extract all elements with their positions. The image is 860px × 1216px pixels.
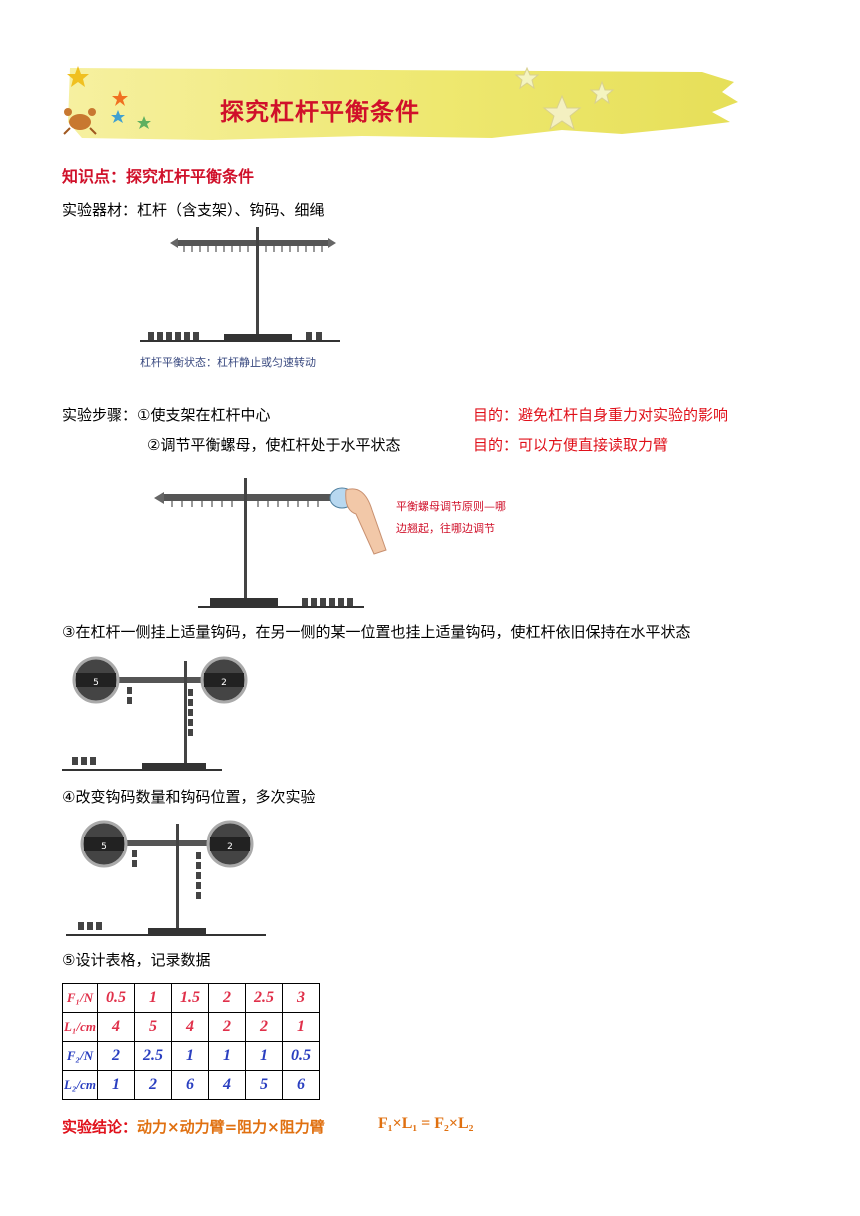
magnifier-left bbox=[80, 820, 128, 868]
lever-figure-1 bbox=[140, 227, 340, 342]
table-cell: 1 bbox=[97, 1070, 135, 1100]
row-header: F₂/N bbox=[62, 1041, 98, 1071]
table-cell: 4 bbox=[171, 1012, 209, 1042]
magnifier-left bbox=[72, 656, 120, 704]
table-cell: 1 bbox=[208, 1041, 246, 1071]
hand-icon bbox=[329, 487, 387, 555]
table-cell: 6 bbox=[171, 1070, 209, 1100]
figure1-caption: 杠杆平衡状态：杠杆静止或匀速转动 bbox=[140, 356, 316, 369]
table-cell: 1 bbox=[282, 1012, 320, 1042]
table-cell: 0.5 bbox=[282, 1041, 320, 1071]
table-cell: 2 bbox=[208, 983, 246, 1013]
table-row: F₁/N 0.5 1 1.5 2 2.5 3 bbox=[62, 983, 320, 1013]
magnifier-right bbox=[206, 820, 254, 868]
row-header: L₁/cm bbox=[62, 1012, 98, 1042]
table-cell: 2 bbox=[208, 1012, 246, 1042]
table-row: L₁/cm 4 5 4 2 2 1 bbox=[62, 1012, 320, 1042]
step4-right-reading: 2 bbox=[227, 842, 233, 852]
star-icon bbox=[542, 94, 582, 131]
figure2-note: 平衡螺母调节原则—哪 边翘起，往哪边调节 bbox=[396, 496, 506, 540]
data-table: F₁/N 0.5 1 1.5 2 2.5 3 L₁/cm 4 5 4 2 2 1… bbox=[62, 983, 320, 1100]
star-icon bbox=[112, 90, 128, 106]
crab-icon bbox=[63, 108, 97, 135]
conclusion-formula: F₁×L₁ = F₂×L₂ bbox=[378, 1115, 474, 1132]
table-cell: 6 bbox=[282, 1070, 320, 1100]
row-header: L₂/cm bbox=[62, 1070, 98, 1100]
table-cell: 3 bbox=[282, 983, 320, 1013]
table-cell: 2 bbox=[97, 1041, 135, 1071]
table-cell: 2 bbox=[134, 1070, 172, 1100]
equipment-text: 实验器材：杠杆（含支架）、钩码、细绳 bbox=[62, 201, 325, 219]
table-cell: 5 bbox=[134, 1012, 172, 1042]
row-header: F₁/N bbox=[62, 983, 98, 1013]
conclusion-text: 动力×动力臂=阻力×阻力臂 bbox=[137, 1118, 325, 1136]
lever-figure-3: 5 2 bbox=[62, 656, 248, 771]
step3-text: ③在杠杆一侧挂上适量钩码，在另一侧的某一位置也挂上适量钩码，使杠杆依旧保持在水平… bbox=[62, 623, 691, 641]
star-icon bbox=[589, 80, 615, 105]
step3-right-reading: 2 bbox=[221, 678, 227, 688]
table-cell: 1 bbox=[171, 1041, 209, 1071]
lever-figure-2 bbox=[154, 478, 387, 608]
step4-left-reading: 5 bbox=[101, 842, 107, 852]
table-cell: 5 bbox=[245, 1070, 283, 1100]
step4-text: ④改变钩码数量和钩码位置，多次实验 bbox=[62, 788, 316, 806]
steps-label: 实验步骤： bbox=[62, 406, 138, 424]
title-banner bbox=[63, 66, 738, 140]
page-title: 探究杠杆平衡条件 bbox=[220, 98, 420, 126]
step1-label: ①使支架在杠杆中心 bbox=[137, 406, 271, 424]
table-cell: 4 bbox=[97, 1012, 135, 1042]
table-row: F₂/N 2 2.5 1 1 1 0.5 bbox=[62, 1041, 320, 1071]
step5-text: ⑤设计表格，记录数据 bbox=[62, 951, 211, 969]
lever-figure-4: 5 2 bbox=[66, 820, 266, 936]
figure2-note-line1: 平衡螺母调节原则—哪 bbox=[396, 500, 506, 513]
step1-text: 实验步骤：①使支架在杠杆中心 bbox=[62, 404, 270, 425]
conclusion: 实验结论：动力×动力臂=阻力×阻力臂 bbox=[62, 1116, 325, 1137]
star-icon bbox=[137, 116, 151, 129]
star-icon bbox=[67, 66, 89, 87]
star-icon bbox=[111, 110, 125, 123]
knowledge-point-heading: 知识点：探究杠杆平衡条件 bbox=[62, 167, 255, 186]
table-cell: 2.5 bbox=[134, 1041, 172, 1071]
star-icon bbox=[514, 66, 540, 90]
step1-purpose: 目的：避免杠杆自身重力对实验的影响 bbox=[473, 406, 729, 424]
step3-left-reading: 5 bbox=[93, 678, 99, 688]
table-cell: 1 bbox=[245, 1041, 283, 1071]
conclusion-label: 实验结论： bbox=[62, 1118, 138, 1136]
figure2-note-line2: 边翘起，往哪边调节 bbox=[396, 522, 495, 535]
step2-purpose: 目的：可以方便直接读取力臂 bbox=[473, 436, 669, 454]
table-cell: 0.5 bbox=[97, 983, 135, 1013]
table-cell: 2 bbox=[245, 1012, 283, 1042]
table-row: L₂/cm 1 2 6 4 5 6 bbox=[62, 1070, 320, 1100]
table-cell: 1.5 bbox=[171, 983, 209, 1013]
step2-text: ②调节平衡螺母，使杠杆处于水平状态 bbox=[147, 436, 401, 454]
table-cell: 4 bbox=[208, 1070, 246, 1100]
table-cell: 2.5 bbox=[245, 983, 283, 1013]
table-cell: 1 bbox=[134, 983, 172, 1013]
magnifier-right bbox=[200, 656, 248, 704]
